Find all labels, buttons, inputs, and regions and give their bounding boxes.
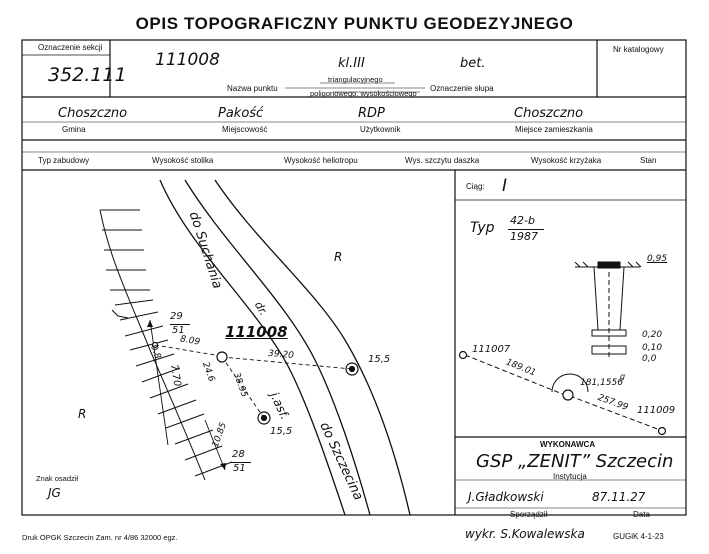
angle-value: 181,1556 — [580, 378, 623, 388]
mark-155-a: 15,5 — [368, 354, 391, 365]
catalog-label: Nr katalogowy — [613, 45, 664, 54]
typ-year: 1987 — [510, 230, 538, 243]
col-state: Stan — [640, 156, 657, 165]
arrowheads — [147, 320, 226, 470]
pillar-profile — [574, 261, 642, 358]
type-line-1: triangulacyjnego — [328, 75, 383, 84]
region-r-1: R — [334, 250, 343, 264]
type-line-2: poligonowego, wysokościowego — [310, 89, 417, 98]
ref-bottom-bar — [231, 462, 251, 463]
gmina-label: Gmina — [62, 125, 86, 134]
user-label: Użytkownik — [360, 125, 401, 134]
ditch-hatching — [99, 209, 233, 481]
executor-name: GSP „ZENIT” Szczecin — [476, 451, 674, 472]
gmina-value: Choszczno — [58, 106, 128, 121]
dist-3920: 39.20 — [267, 348, 295, 362]
date-label: Data — [633, 510, 650, 519]
depth-020: 0,20 — [642, 330, 663, 340]
residence-label: Miejsce zamieszkania — [515, 125, 593, 134]
ref-bottom-den: 51 — [233, 463, 246, 474]
sketch-point-label: 111008 — [225, 323, 288, 341]
point-111009: 111009 — [637, 405, 676, 416]
executor-label: WYKONAWCA — [540, 440, 596, 449]
col-cross-height: Wysokość krzyżaka — [531, 156, 602, 165]
ref-top-bar — [170, 324, 190, 325]
prepared-label: Sporządził — [510, 510, 548, 519]
ref-bottom-num: 28 — [232, 449, 245, 460]
print-info: Druk OPGK Szczecin Zam. nr 4/86 32000 eg… — [22, 533, 178, 542]
col-heliotrope-height: Wysokość heliotropu — [284, 156, 358, 165]
typ-label: Typ — [470, 220, 495, 236]
depth-010: 0,10 — [642, 343, 663, 353]
ref-top-den: 51 — [172, 325, 185, 336]
col-building-type: Typ zabudowy — [38, 156, 90, 165]
section-label: Oznaczenie sekcji — [38, 43, 103, 52]
pillar-mark: bet. — [460, 56, 486, 71]
ref-top-num: 29 — [170, 311, 183, 322]
depth-095: 0,95 — [647, 254, 668, 264]
depth-00: 0,0 — [642, 354, 657, 364]
settlement-label: Znak osadził — [36, 474, 79, 483]
col-roof-height: Wys. szczytu daszka — [405, 156, 480, 165]
locality-value: Pakość — [218, 106, 264, 121]
prepared-date: 87.11.27 — [592, 490, 646, 504]
region-r-2: R — [78, 407, 87, 421]
settlement-value: JG — [48, 486, 61, 500]
point-class: kl.III — [338, 56, 365, 71]
typ-number: 42-b — [510, 214, 535, 227]
ciag-label: Ciąg: — [466, 182, 485, 191]
residence-value: Choszczno — [514, 106, 584, 121]
measurement-lines — [149, 319, 353, 471]
pillar-label: Oznaczenie słupa — [430, 84, 494, 93]
mark-155-b: 15,5 — [270, 426, 293, 437]
road-lines — [159, 179, 411, 516]
form-code: GUGiK 4-1-23 — [613, 532, 664, 541]
section-value: 352.111 — [48, 64, 127, 86]
point-number: 111008 — [155, 50, 220, 70]
institution-label: Instytucja — [553, 472, 587, 481]
point-name-label: Nazwa punktu — [227, 84, 278, 93]
point-111007: 111007 — [472, 344, 511, 355]
typ-bar — [508, 229, 544, 230]
page-title: OPIS TOPOGRAFICZNY PUNKTU GEODEZYJNEGO — [135, 14, 574, 33]
col-table-height: Wysokość stolika — [152, 156, 214, 165]
angle-unit: g — [620, 372, 626, 381]
copied-by: wykr. S.Kowalewska — [465, 527, 585, 541]
user-value: RDP — [358, 106, 385, 121]
locality-label: Miejscowość — [222, 125, 268, 134]
traverse-line — [464, 354, 661, 431]
prepared-by: J.Gładkowski — [468, 490, 544, 504]
ciag-value: I — [502, 176, 508, 196]
